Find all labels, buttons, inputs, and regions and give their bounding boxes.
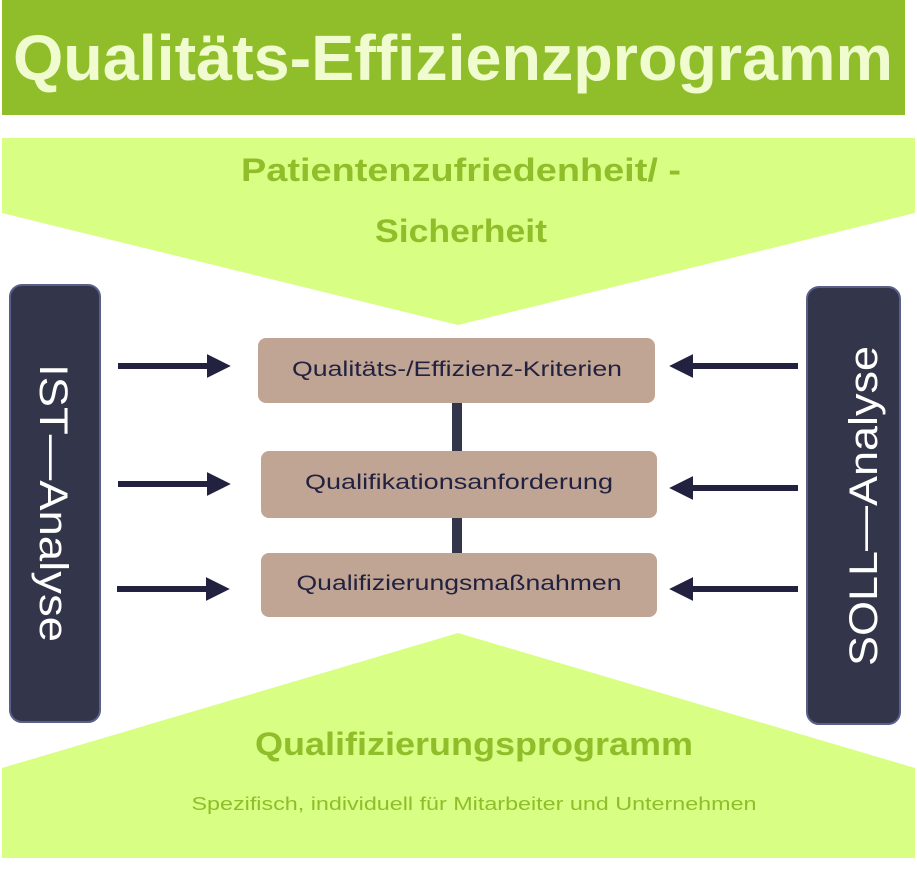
- title-bar: [2, 0, 905, 115]
- box-measures-label: Qualifizierungsmaßnahmen: [297, 572, 622, 595]
- box-criteria: [258, 338, 655, 403]
- box-criteria-label: Qualitäts-/Effizienz-Kriterien: [292, 358, 622, 381]
- left-pillar: [9, 284, 101, 723]
- page-title: Qualitäts-Effizienzprogramm: [13, 22, 893, 94]
- box-requirements-label: Qualifikationsanforderung: [305, 471, 613, 494]
- box-requirements: [261, 451, 657, 518]
- bottom-banner-subtitle: Spezifisch, individuell für Mitarbeiter …: [192, 794, 757, 814]
- top-banner: [2, 138, 915, 325]
- right-pillar-label: SOLL—Analyse: [842, 346, 886, 666]
- left-pillar-label: IST—Analyse: [31, 364, 75, 642]
- bottom-banner: [2, 633, 915, 858]
- top-banner-line2: Sicherheit: [375, 213, 547, 249]
- box-measures: [261, 553, 657, 617]
- right-pillar: [806, 286, 901, 725]
- bottom-banner-title: Qualifizierungsprogramm: [255, 726, 693, 762]
- top-banner-line1: Patientenzufriedenheit/ -: [241, 152, 681, 188]
